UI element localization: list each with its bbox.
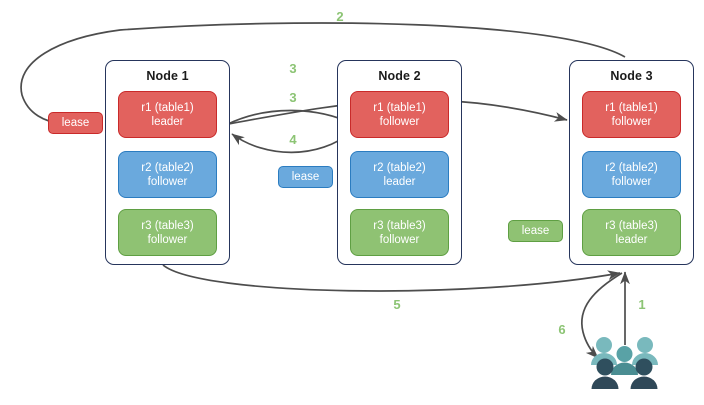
- node-2-title: Node 2: [378, 69, 421, 83]
- step-label-4: 4: [289, 132, 297, 147]
- node-1-container[interactable]: Node 1 r1 (table1) leader r2 (table2) fo…: [105, 60, 230, 265]
- replica-label-line2: follower: [379, 233, 420, 246]
- step-label-3a: 3: [289, 61, 297, 76]
- lease-blue-chip[interactable]: lease: [278, 166, 333, 188]
- step-label-3b: 3: [289, 90, 297, 105]
- replica-label-line1: r1 (table1): [141, 101, 194, 114]
- replica-label-line1: r2 (table2): [141, 161, 194, 174]
- node-2-container[interactable]: Node 2 r1 (table1) follower r2 (table2) …: [337, 60, 462, 265]
- replica-label-line1: r1 (table1): [373, 101, 426, 114]
- node-1-replica-r3[interactable]: r3 (table3) follower: [118, 209, 217, 256]
- step-label-1: 1: [638, 297, 646, 312]
- replica-label-line2: leader: [151, 115, 184, 128]
- replica-label-line2: leader: [615, 233, 648, 246]
- replica-label-line1: r2 (table2): [373, 161, 426, 174]
- replica-label-line2: leader: [383, 175, 416, 188]
- replica-label-line2: follower: [611, 175, 652, 188]
- node-3-replica-r3[interactable]: r3 (table3) leader: [582, 209, 681, 256]
- replica-label-line2: follower: [379, 115, 420, 128]
- node-2-replica-r3[interactable]: r3 (table3) follower: [350, 209, 449, 256]
- replica-label-line2: follower: [147, 233, 188, 246]
- node-2-replica-r2[interactable]: r2 (table2) leader: [350, 151, 449, 198]
- replica-label-line2: follower: [611, 115, 652, 128]
- node-3-replica-r1[interactable]: r1 (table1) follower: [582, 91, 681, 138]
- node-1-replica-r2[interactable]: r2 (table2) follower: [118, 151, 217, 198]
- people-group-icon: [591, 337, 658, 389]
- node-3-replica-r2[interactable]: r2 (table2) follower: [582, 151, 681, 198]
- step-label-2: 2: [336, 9, 344, 24]
- lease-green-chip[interactable]: lease: [508, 220, 563, 242]
- arrow-step-3-to-node2: [227, 109, 354, 125]
- replica-label-line1: r1 (table1): [605, 101, 658, 114]
- step-label-6: 6: [558, 322, 566, 337]
- replica-label-line1: r3 (table3): [141, 219, 194, 232]
- node-1-title: Node 1: [146, 69, 189, 83]
- lease-red-chip[interactable]: lease: [48, 112, 103, 134]
- replica-label-line1: r3 (table3): [373, 219, 426, 232]
- replica-label-line1: r3 (table3): [605, 219, 658, 232]
- replica-label-line1: r2 (table2): [605, 161, 658, 174]
- replica-label-line2: follower: [147, 175, 188, 188]
- step-label-5: 5: [393, 297, 401, 312]
- arrow-step-5: [162, 264, 621, 292]
- node-1-replica-r1[interactable]: r1 (table1) leader: [118, 91, 217, 138]
- node-3-container[interactable]: Node 3 r1 (table1) follower r2 (table2) …: [569, 60, 694, 265]
- node-3-title: Node 3: [610, 69, 653, 83]
- node-2-replica-r1[interactable]: r1 (table1) follower: [350, 91, 449, 138]
